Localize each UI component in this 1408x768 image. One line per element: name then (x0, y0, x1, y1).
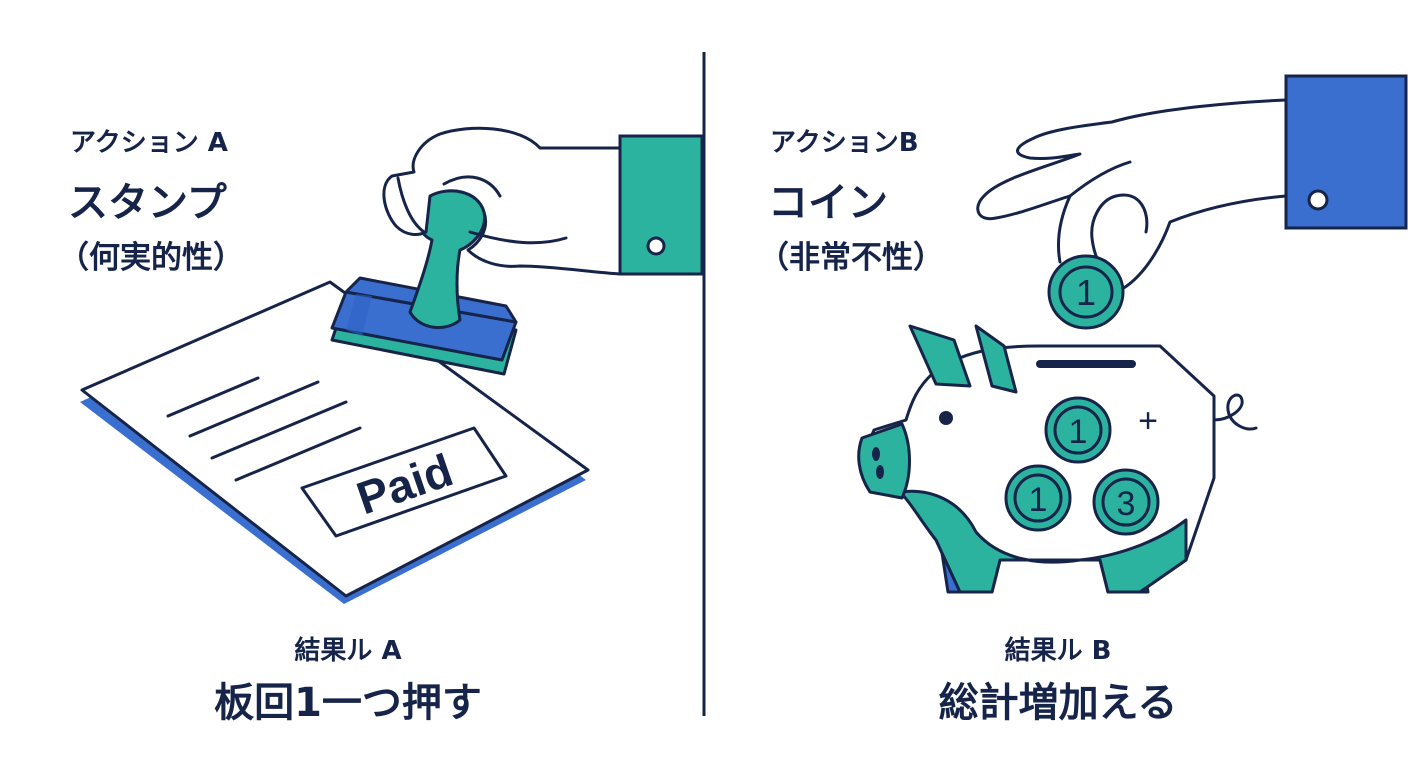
right-result-text: 総計増加える (938, 680, 1178, 726)
coin-pig-3-value: 3 (1117, 485, 1136, 523)
right-action-label: アクションB (770, 128, 919, 158)
sleeve-cuff-blue (1284, 74, 1408, 230)
plus-sign: + (1138, 402, 1158, 440)
right-result-label: 結果ル B (1004, 636, 1112, 666)
right-property: （非常不性） (758, 240, 944, 276)
hand-coin-icon: 1 (976, 74, 1408, 330)
hand-stamp-icon (330, 126, 704, 376)
right-action-name: コイン (768, 180, 888, 226)
coin-pig-1: 1 (1044, 396, 1112, 464)
left-action-name: スタンプ (68, 180, 227, 226)
document-icon: Paid (80, 280, 590, 604)
coin-pig-2-value: 1 (1029, 481, 1048, 519)
coin-pig-3: 3 (1092, 468, 1160, 536)
coin-pig-2: 1 (1004, 464, 1072, 532)
coin-pig-1-value: 1 (1069, 413, 1088, 451)
left-action-label: アクション A (70, 128, 228, 158)
coin-falling: 1 (1047, 254, 1125, 330)
left-result-text: 板回1一つ押す (214, 680, 482, 726)
piggy-bank-icon: 1 1 3 + (857, 324, 1258, 594)
left-result-label: 結果ル A (294, 636, 402, 666)
coin-top-value: 1 (1076, 272, 1096, 313)
left-property: （何実的性） (58, 240, 244, 276)
